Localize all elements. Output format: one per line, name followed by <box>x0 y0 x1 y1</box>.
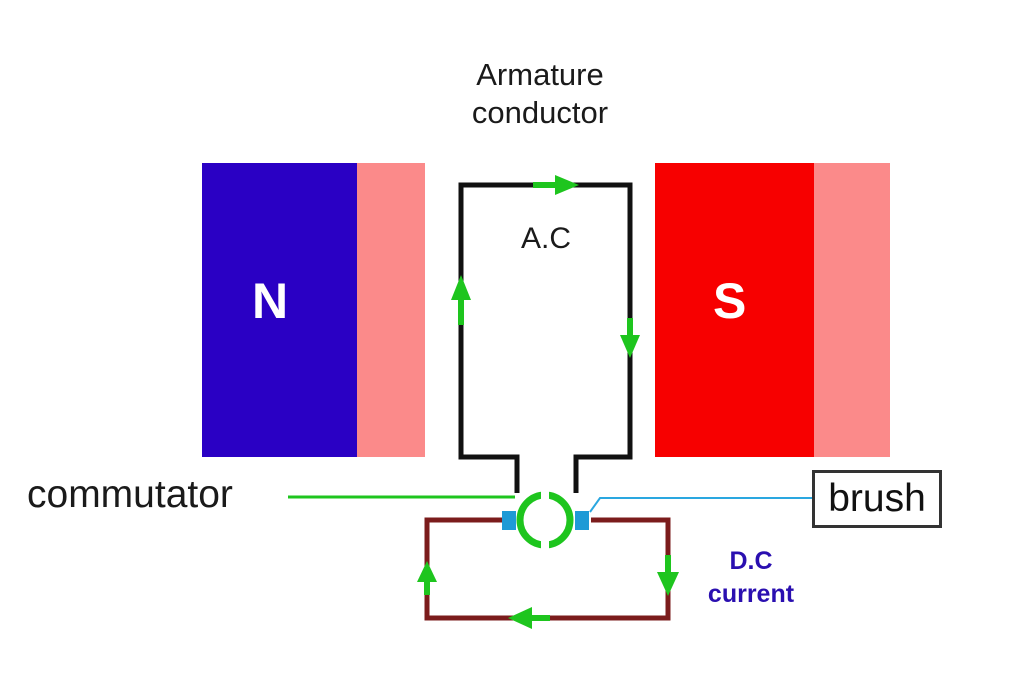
arrow-right-down <box>620 335 640 358</box>
external-circuit <box>424 517 671 621</box>
north-pole <box>202 163 357 457</box>
arrow-circuit-up <box>417 561 437 582</box>
commutator-gap-top <box>541 490 549 502</box>
dc-line-1: D.C <box>729 547 773 575</box>
commutator-ring <box>516 490 574 551</box>
conductor-arrows <box>451 175 640 358</box>
title-line-1: Armature <box>476 57 604 92</box>
brush-label: brush <box>828 477 926 520</box>
arrow-circuit-down <box>657 572 679 596</box>
arrow-left-up <box>451 275 471 300</box>
south-pole-label: S <box>713 273 747 329</box>
brush-leader <box>589 497 812 513</box>
arrow-top-right <box>555 175 579 195</box>
circuit-arrows <box>417 555 679 629</box>
dc-current-label: D.C current <box>676 545 826 611</box>
brush-label-box: brush <box>812 470 942 528</box>
armature-conductor-label: Armature conductor <box>420 56 660 132</box>
north-pole-label: N <box>252 273 289 329</box>
ac-label: A.C <box>521 222 572 255</box>
brush-right <box>575 511 589 530</box>
arrow-circuit-left <box>508 607 532 629</box>
north-pole-face <box>355 163 425 457</box>
south-pole <box>655 163 814 457</box>
title-line-2: conductor <box>471 95 609 130</box>
dc-line-2: current <box>707 580 795 608</box>
brush-left <box>502 511 516 530</box>
south-pole-face <box>812 163 890 457</box>
commutator-label: commutator <box>27 473 233 516</box>
commutator-gap-bottom <box>541 539 549 551</box>
